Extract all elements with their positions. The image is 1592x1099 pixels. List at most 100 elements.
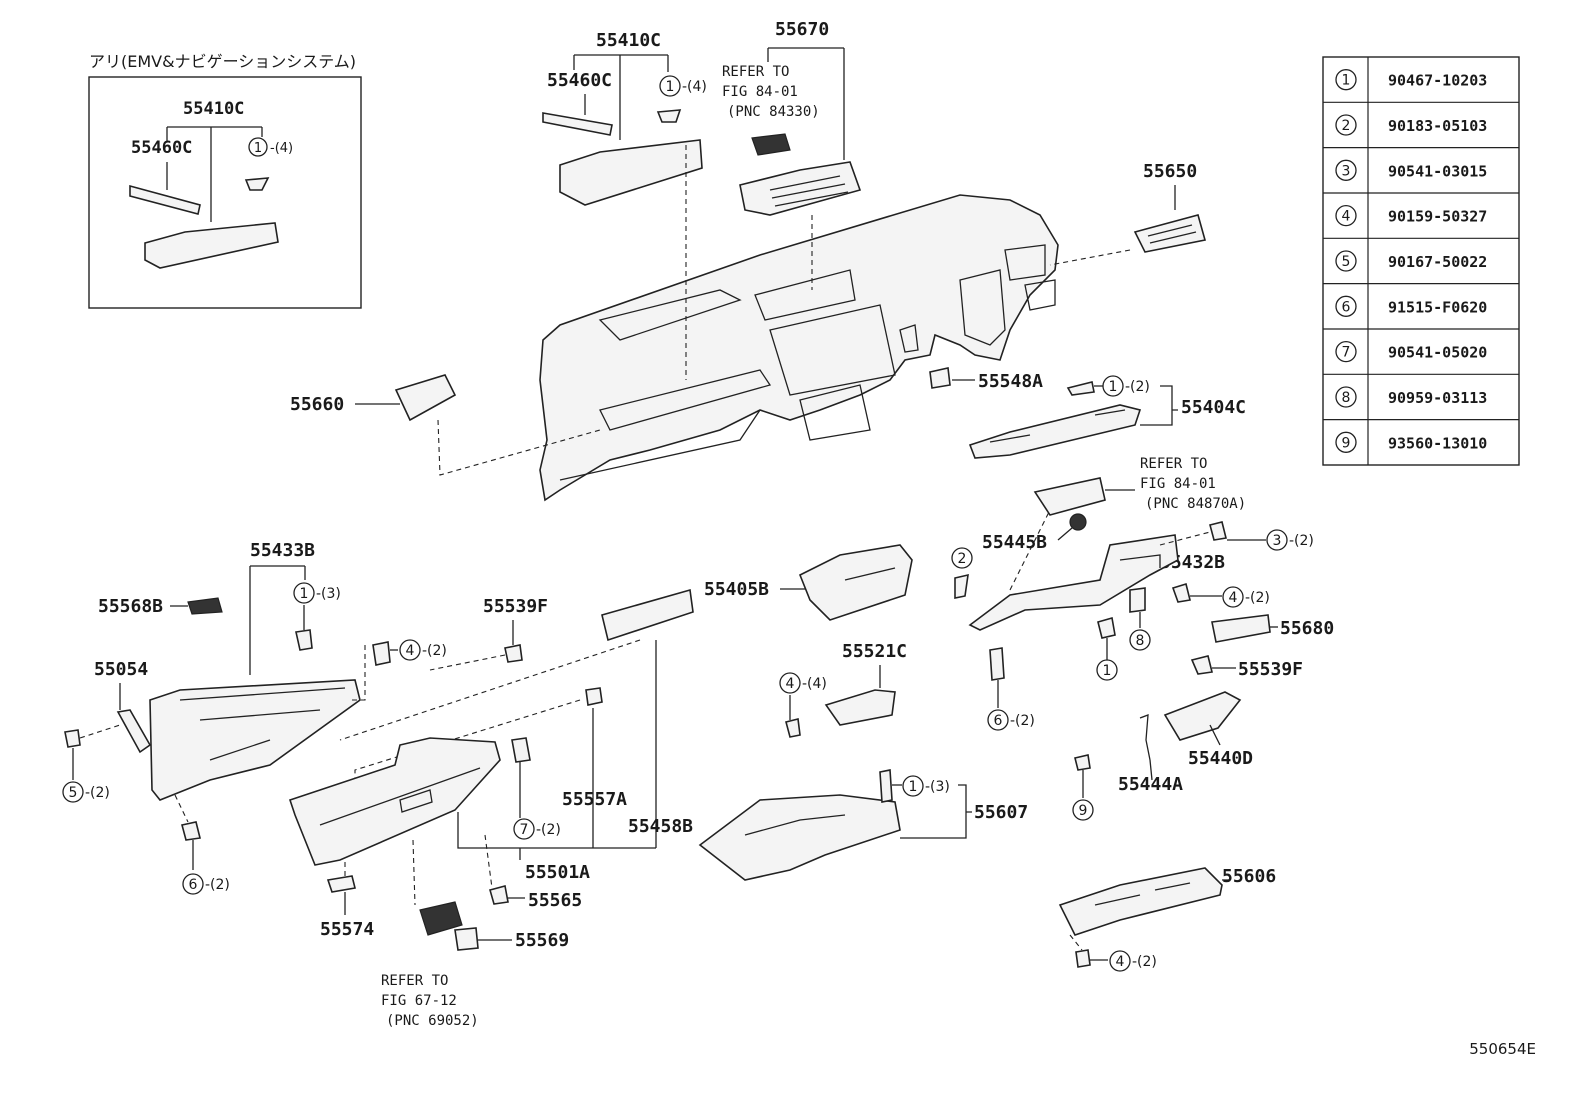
callout-quantity: -(4) bbox=[802, 676, 827, 692]
callout-number: 1 bbox=[666, 79, 675, 95]
knob-55445b bbox=[1069, 513, 1087, 531]
callout-number: 4 bbox=[1229, 590, 1238, 606]
legend-ref-circle bbox=[1335, 114, 1357, 136]
callout-circle bbox=[293, 582, 315, 604]
undercover-55607 bbox=[698, 794, 901, 881]
callout-1: 1 -(4) bbox=[659, 75, 707, 97]
svg-text:REFER TO: REFER TO bbox=[1140, 456, 1207, 472]
callout-circle bbox=[1109, 950, 1131, 972]
clip-2 bbox=[954, 573, 969, 599]
frame-55433b bbox=[149, 679, 361, 801]
callout-circle bbox=[1072, 799, 1094, 821]
legend-part-number: 90467-10203 bbox=[1388, 72, 1487, 90]
legend-ref-number: 5 bbox=[1342, 254, 1351, 270]
trim-55404c-group: 55548A 55404C bbox=[929, 367, 1246, 459]
svg-text:1: 1 bbox=[254, 141, 262, 156]
callout-4: 4-(2) bbox=[1222, 586, 1270, 608]
inset-tray bbox=[144, 222, 279, 269]
legend-ref-circle bbox=[1335, 431, 1357, 453]
inset-callout: 1 -(4) bbox=[248, 137, 293, 157]
label-55410c: 55410C bbox=[596, 30, 661, 51]
svg-text:-(4): -(4) bbox=[270, 141, 293, 156]
clip-55565 bbox=[489, 885, 509, 905]
legend-ref-number: 9 bbox=[1342, 435, 1351, 451]
switch-84870a bbox=[1033, 477, 1106, 516]
callout-8: 8 bbox=[1129, 629, 1151, 651]
inset-frame bbox=[88, 76, 362, 309]
callout-quantity: -(2) bbox=[536, 822, 561, 838]
part-55680 bbox=[1211, 614, 1271, 643]
callout-quantity: -(4) bbox=[682, 79, 707, 95]
callout-9: 9 bbox=[1072, 799, 1094, 821]
legend-part-number: 90183-05103 bbox=[1388, 117, 1487, 135]
inset-clip bbox=[244, 177, 270, 191]
callout-number: 8 bbox=[1136, 633, 1145, 649]
legend-ref-number: 7 bbox=[1342, 345, 1351, 361]
label-55607: 55607 bbox=[974, 802, 1028, 823]
label-55458b: 55458B bbox=[628, 816, 693, 837]
svg-text:REFER TO: REFER TO bbox=[722, 64, 789, 80]
damper-55054 bbox=[116, 709, 152, 754]
clip-55548a bbox=[929, 367, 951, 389]
label-55539f-l: 55539F bbox=[483, 596, 548, 617]
screw-3 bbox=[1209, 521, 1227, 541]
bracket-55460c bbox=[542, 112, 613, 136]
ref-84330: REFER TO FIG 84-01 (PNC 84330) bbox=[722, 64, 820, 120]
handle-55440d bbox=[1163, 691, 1242, 741]
screw-5 bbox=[64, 729, 81, 748]
svg-text:(PNC 84330): (PNC 84330) bbox=[727, 104, 820, 120]
callout-number: 1 bbox=[909, 779, 918, 795]
screw-4a bbox=[785, 718, 801, 738]
spring-8 bbox=[1129, 587, 1146, 613]
legend-ref-number: 8 bbox=[1342, 390, 1351, 406]
callout-number: 1 bbox=[1103, 663, 1112, 679]
pocket-55521c bbox=[824, 689, 896, 726]
clip-55568b bbox=[187, 597, 223, 615]
handle-55440d-group: 55440D 55444A bbox=[1074, 691, 1253, 798]
legend-part-number: 90541-05020 bbox=[1388, 344, 1487, 362]
callout-5: 5-(2) bbox=[62, 781, 110, 803]
legend-ref-circle bbox=[1335, 340, 1357, 363]
legend-part-number: 91515-F0620 bbox=[1388, 298, 1487, 316]
callout-quantity: -(2) bbox=[422, 643, 447, 659]
callout-6: 6-(2) bbox=[182, 873, 230, 895]
panel-55458b bbox=[601, 588, 694, 642]
callout-quantity: -(2) bbox=[1010, 713, 1035, 729]
callout-circle bbox=[902, 775, 924, 797]
label-55557a: 55557A bbox=[562, 789, 627, 810]
top-center-group: 55410C 55460C 55670 REFER TO FIG 84-01 (… bbox=[542, 19, 862, 380]
callout-circle bbox=[182, 873, 204, 895]
screw-7 bbox=[511, 737, 531, 763]
clip-1r bbox=[1097, 616, 1116, 639]
callout-1: 1-(3) bbox=[293, 582, 341, 604]
callout-1: 1-(3) bbox=[902, 775, 950, 797]
callout-quantity: -(2) bbox=[85, 785, 110, 801]
label-55445b: 55445B bbox=[982, 532, 1047, 553]
screw-4b bbox=[1075, 949, 1091, 968]
legend-ref-circle bbox=[1335, 295, 1357, 317]
box-55405b bbox=[798, 544, 913, 621]
label-55569: 55569 bbox=[515, 930, 569, 951]
cover-55606-group: 55606 bbox=[1058, 866, 1276, 968]
ref-69052: REFER TO FIG 67-12 (PNC 69052) bbox=[381, 973, 479, 1029]
callout-circle bbox=[987, 709, 1009, 731]
callout-circle bbox=[659, 75, 681, 97]
callout-circle bbox=[1266, 529, 1288, 551]
callout-number: 4 bbox=[406, 643, 415, 659]
callout-7: 7-(2) bbox=[513, 818, 561, 840]
ref-84870a: REFER TO FIG 84-01 (PNC 84870A) bbox=[1140, 456, 1246, 512]
callout-3: 3-(2) bbox=[1266, 529, 1314, 551]
label-55568b: 55568B bbox=[98, 596, 163, 617]
glovebox-door-group: 55557A 55458B 55501A 55565 55574 55569 R… bbox=[288, 588, 694, 1029]
legend-part-number: 90541-03015 bbox=[1388, 162, 1487, 180]
screw-4l bbox=[372, 641, 391, 666]
legend-ref-circle bbox=[1335, 386, 1357, 408]
label-55404c: 55404C bbox=[1181, 397, 1246, 418]
callout-circle bbox=[1222, 586, 1244, 608]
inset-label-55460c: 55460C bbox=[131, 138, 192, 158]
svg-text:(PNC 69052): (PNC 69052) bbox=[386, 1013, 479, 1029]
label-55650: 55650 bbox=[1143, 161, 1197, 182]
legend-ref-number: 2 bbox=[1342, 118, 1351, 134]
vent-55670 bbox=[739, 161, 862, 216]
legend-ref-circle bbox=[1335, 205, 1357, 227]
